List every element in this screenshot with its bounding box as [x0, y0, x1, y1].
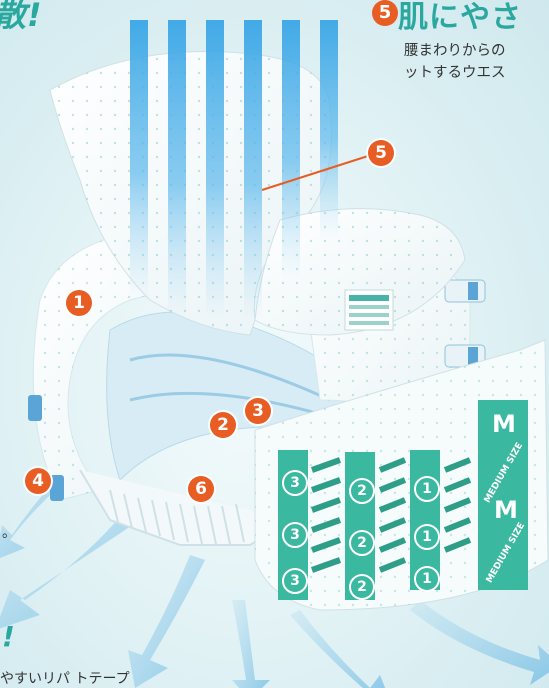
callout-3: 3: [245, 398, 271, 424]
callout-1: 1: [66, 290, 92, 316]
leak-guard-gathers: [79, 469, 291, 546]
bottom-caption: やすいリパ トテープ: [0, 671, 130, 687]
headline-right: 肌にやさ: [398, 0, 522, 35]
headline-left: 散!: [0, 0, 43, 34]
panel-number-2-top: 2: [349, 478, 375, 504]
description-line-2: ットするウエス: [404, 65, 506, 81]
panel-number-1-bot: 1: [414, 566, 440, 592]
headline-number-badge: 5: [372, 0, 398, 26]
bottom-exclamation: !: [2, 620, 15, 653]
panel-number-1-top: 1: [414, 476, 440, 502]
size-indicator-stripes: [278, 400, 528, 600]
tape-fasteners: [28, 279, 486, 501]
panel-number-3-bot: 3: [282, 568, 308, 594]
panel-number-3-mid: 3: [282, 522, 308, 548]
callout-4: 4: [25, 468, 51, 494]
panel-number-2-bot: 2: [349, 574, 375, 600]
size-letter-top: M: [492, 410, 516, 438]
panel-number-3-top: 3: [282, 470, 308, 496]
airflow-beams: [130, 20, 338, 320]
callout-6: 6: [188, 476, 214, 502]
front-panel: [254, 339, 549, 611]
panel-number-2-mid: 2: [349, 530, 375, 556]
description-line-1: 腰まわりからの: [404, 43, 506, 59]
callout-2: 2: [210, 412, 236, 438]
size-label-tag: [344, 289, 394, 331]
panel-number-1-mid: 1: [414, 524, 440, 550]
callout-5: 5: [368, 140, 394, 166]
feature-description: 腰まわりからの ットするウエス: [404, 40, 506, 84]
size-letter-bottom: M: [494, 496, 518, 524]
text-fragment-period: 。: [2, 525, 16, 541]
